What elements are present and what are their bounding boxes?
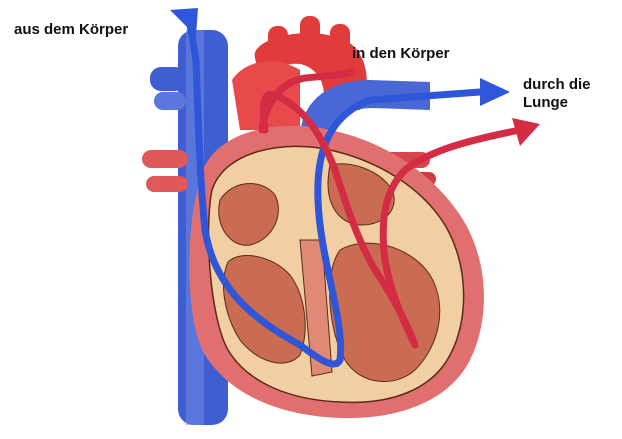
arrow-head-red	[512, 118, 540, 146]
label-to-lung-line2: Lunge	[523, 94, 618, 112]
arrow-head-blue	[170, 8, 198, 36]
label-from-body: aus dem Körper	[14, 21, 128, 39]
label-to-lung: durch die Lunge	[523, 76, 618, 112]
label-to-body: in den Körper	[352, 45, 450, 63]
label-to-lung-line1: durch die	[523, 76, 618, 94]
arrow-head-blue	[480, 78, 510, 106]
